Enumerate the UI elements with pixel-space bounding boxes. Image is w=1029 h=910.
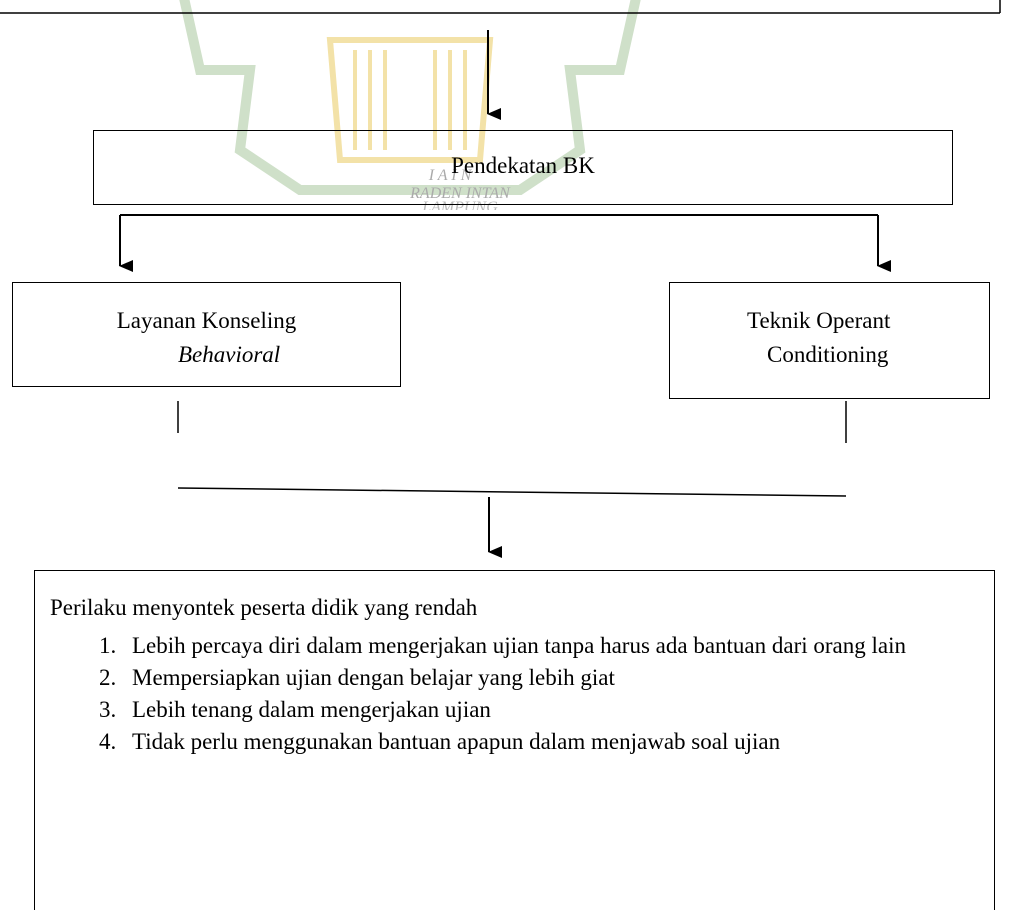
list-item-text: Lebih percaya diri dalam mengerjakan uji… [132, 633, 907, 658]
list-item-text: Tidak perlu menggunakan bantuan apapun d… [132, 729, 781, 754]
list-item-text: Lebih tenang dalam mengerjakan ujian [132, 697, 491, 722]
list-item-number: 4. [99, 729, 117, 754]
outcome-title: Perilaku menyontek peserta didik yang re… [50, 595, 478, 620]
teknik-label-1: Teknik Operant [747, 308, 891, 333]
list-item: 4. Tidak perlu menggunakan bantuan apapun… [35, 726, 984, 758]
list-item-number: 1. [99, 633, 117, 658]
layanan-label-1: Layanan Konseling [116, 308, 297, 333]
outcome-list: 1. Lebih percaya diri dalam mengerjakan u… [35, 630, 994, 758]
layanan-box: Layanan Konseling Behavioral [12, 282, 401, 387]
teknik-box: Teknik Operant Conditioning [669, 282, 990, 399]
watermark-seal: I A I N RADEN INTAN LAMPUNG [179, 0, 641, 210]
pendekatan-box: Pendekatan BK [93, 130, 953, 205]
joining-line [177, 487, 847, 497]
list-item-number: 3. [99, 697, 117, 722]
watermark-text-2: RADEN INTAN [409, 185, 511, 202]
watermark-text-1: I A I N [428, 167, 473, 184]
list-item: 3. Lebih tenang dalam mengerjakan ujian [35, 694, 984, 726]
list-item-text: Mempersiapkan ujian dengan belajar yang … [132, 665, 615, 690]
list-item: 1. Lebih percaya diri dalam mengerjakan u… [35, 630, 984, 662]
outcome-box: Perilaku menyontek peserta didik yang re… [34, 570, 995, 910]
list-item-number: 2. [99, 665, 117, 690]
layanan-label-2: Behavioral [178, 342, 281, 367]
list-item: 2. Mempersiapkan ujian dengan belajar yan… [35, 662, 984, 694]
teknik-label-2: Conditioning [767, 342, 889, 367]
pendekatan-label: Pendekatan BK [451, 153, 595, 178]
